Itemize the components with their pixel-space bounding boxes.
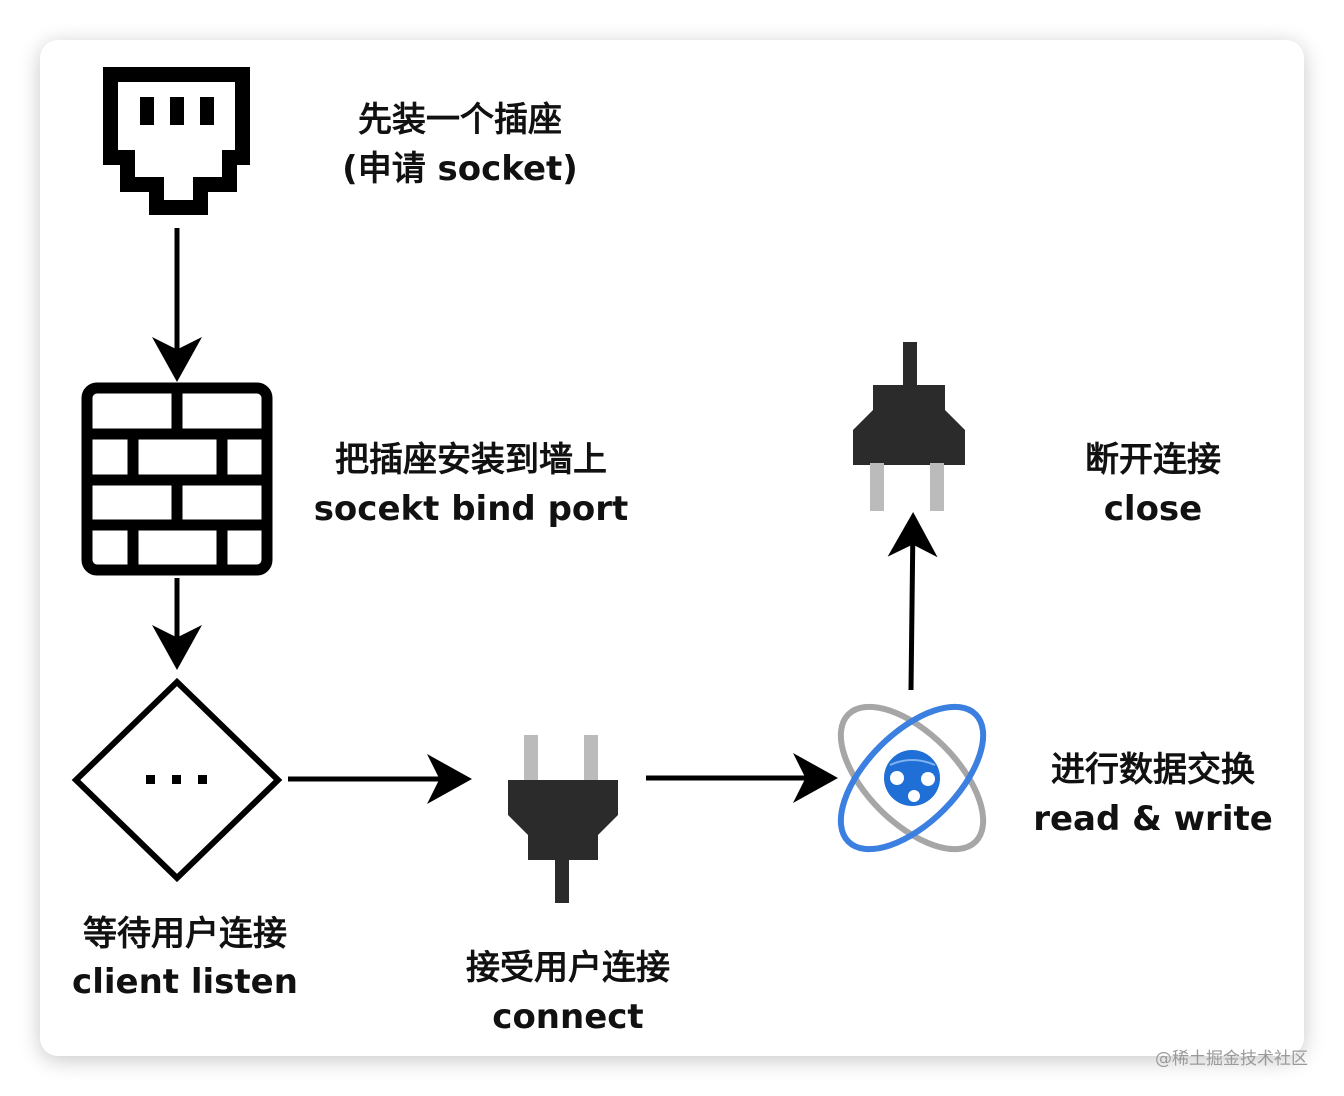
close-label-zh: 断开连接 xyxy=(1085,440,1221,480)
exchange-label-zh: 进行数据交换 xyxy=(1051,750,1255,790)
bind-label-zh: 把插座安装到墙上 xyxy=(335,440,607,480)
exchange-label-en: read & write xyxy=(1033,799,1273,839)
plug-icon-close xyxy=(853,342,965,511)
socket-label-en: (申请 socket) xyxy=(342,149,578,189)
socket-label-zh: 先装一个插座 xyxy=(358,100,562,140)
listen-label-en: client listen xyxy=(72,962,298,1002)
plug-icon-connect xyxy=(508,735,618,903)
connect-label-zh: 接受用户连接 xyxy=(466,948,670,988)
brick-wall-icon xyxy=(81,382,273,576)
close-label-en: close xyxy=(1104,489,1202,529)
watermark: @稀土掘金技术社区 xyxy=(1155,1049,1308,1069)
arrow-exchange-to-close xyxy=(887,512,938,691)
diamond-ellipsis-icon xyxy=(71,677,283,883)
ethernet-socket-icon xyxy=(103,67,250,215)
diagram-card xyxy=(40,40,1304,1056)
connect-label-en: connect xyxy=(492,997,643,1037)
listen-label-zh: 等待用户连接 xyxy=(83,914,287,954)
atom-globe-icon xyxy=(837,703,987,853)
bind-label-en: socekt bind port xyxy=(314,489,629,529)
